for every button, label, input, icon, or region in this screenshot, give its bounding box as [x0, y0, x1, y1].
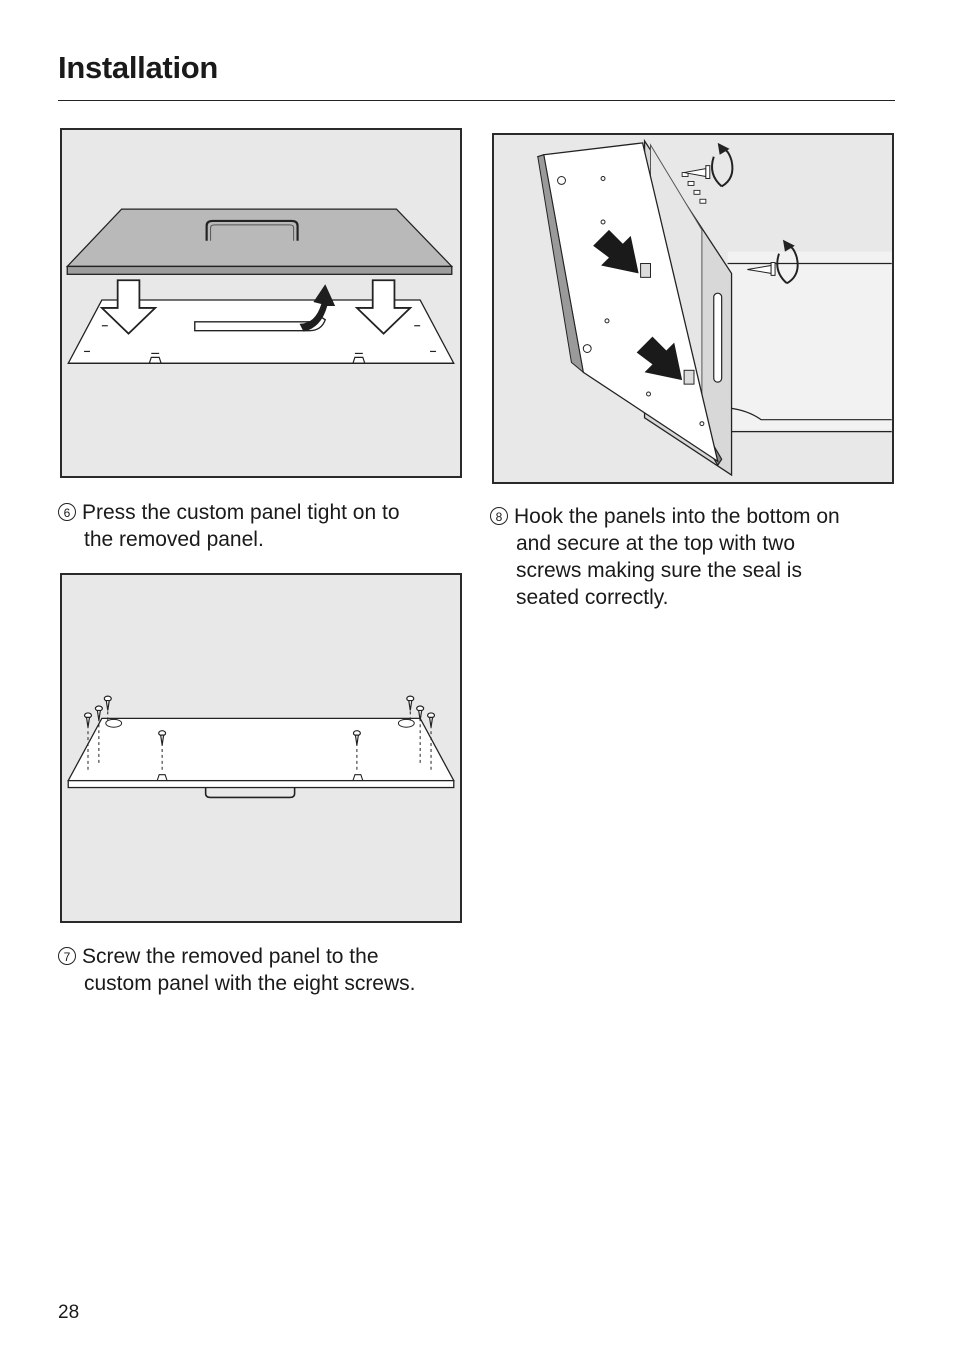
- title-divider: [58, 100, 895, 101]
- hook-panels-drawing: [536, 138, 892, 477]
- step-line: screws making sure the seal is: [516, 559, 802, 582]
- screw-icon: [747, 262, 776, 276]
- screw-icon: [684, 165, 711, 179]
- screw-panels-drawing: [67, 695, 455, 799]
- step-line: custom panel with the eight screws.: [84, 972, 416, 995]
- step-text: Hook the panels into the bottom on: [514, 505, 840, 528]
- hook-arrow-icon: [593, 229, 639, 274]
- screw-icon: [416, 705, 425, 721]
- step-line: 8 Hook the panels into the bottom on: [490, 503, 890, 530]
- step-line: 6 Press the custom panel tight on to: [58, 499, 458, 526]
- step-line: the removed panel.: [84, 528, 264, 551]
- step-text: Screw the removed panel to the: [82, 945, 379, 968]
- hook-arrow-icon: [636, 336, 683, 381]
- step-text: Press the custom panel tight on to: [82, 501, 400, 524]
- step-6-instruction: 6 Press the custom panel tight on to the …: [58, 499, 458, 553]
- screw-icon: [426, 712, 436, 728]
- screw-icon: [83, 712, 93, 728]
- down-arrow-icon: [354, 279, 413, 335]
- illustration-screw-panels: [60, 573, 462, 923]
- screw-icon: [406, 695, 415, 711]
- step-8-instruction: 8 Hook the panels into the bottom on and …: [490, 503, 890, 611]
- screw-icon: [103, 695, 112, 711]
- step-number-badge: 6: [58, 503, 76, 521]
- step-7-instruction: 7 Screw the removed panel to the custom p…: [58, 943, 458, 997]
- rotate-arrow-icon: [711, 142, 734, 188]
- down-arrow-icon: [99, 279, 158, 335]
- step-line: and secure at the top with two: [516, 532, 795, 555]
- press-panel-drawing: [65, 208, 455, 364]
- screw-icon: [352, 730, 361, 746]
- step-line: seated correctly.: [516, 586, 669, 609]
- curved-arrow-icon: [194, 284, 336, 332]
- page-title: Installation: [58, 50, 219, 85]
- illustration-press-panel: [60, 128, 462, 478]
- screw-icon: [94, 705, 103, 721]
- step-line: 7 Screw the removed panel to the: [58, 943, 458, 970]
- rotate-arrow-icon: [776, 239, 799, 285]
- step-number-badge: 7: [58, 947, 76, 965]
- step-number-badge: 8: [490, 507, 508, 525]
- screw-icon: [158, 730, 167, 746]
- page-number: 28: [58, 1302, 80, 1323]
- illustration-hook-panels: [492, 133, 894, 484]
